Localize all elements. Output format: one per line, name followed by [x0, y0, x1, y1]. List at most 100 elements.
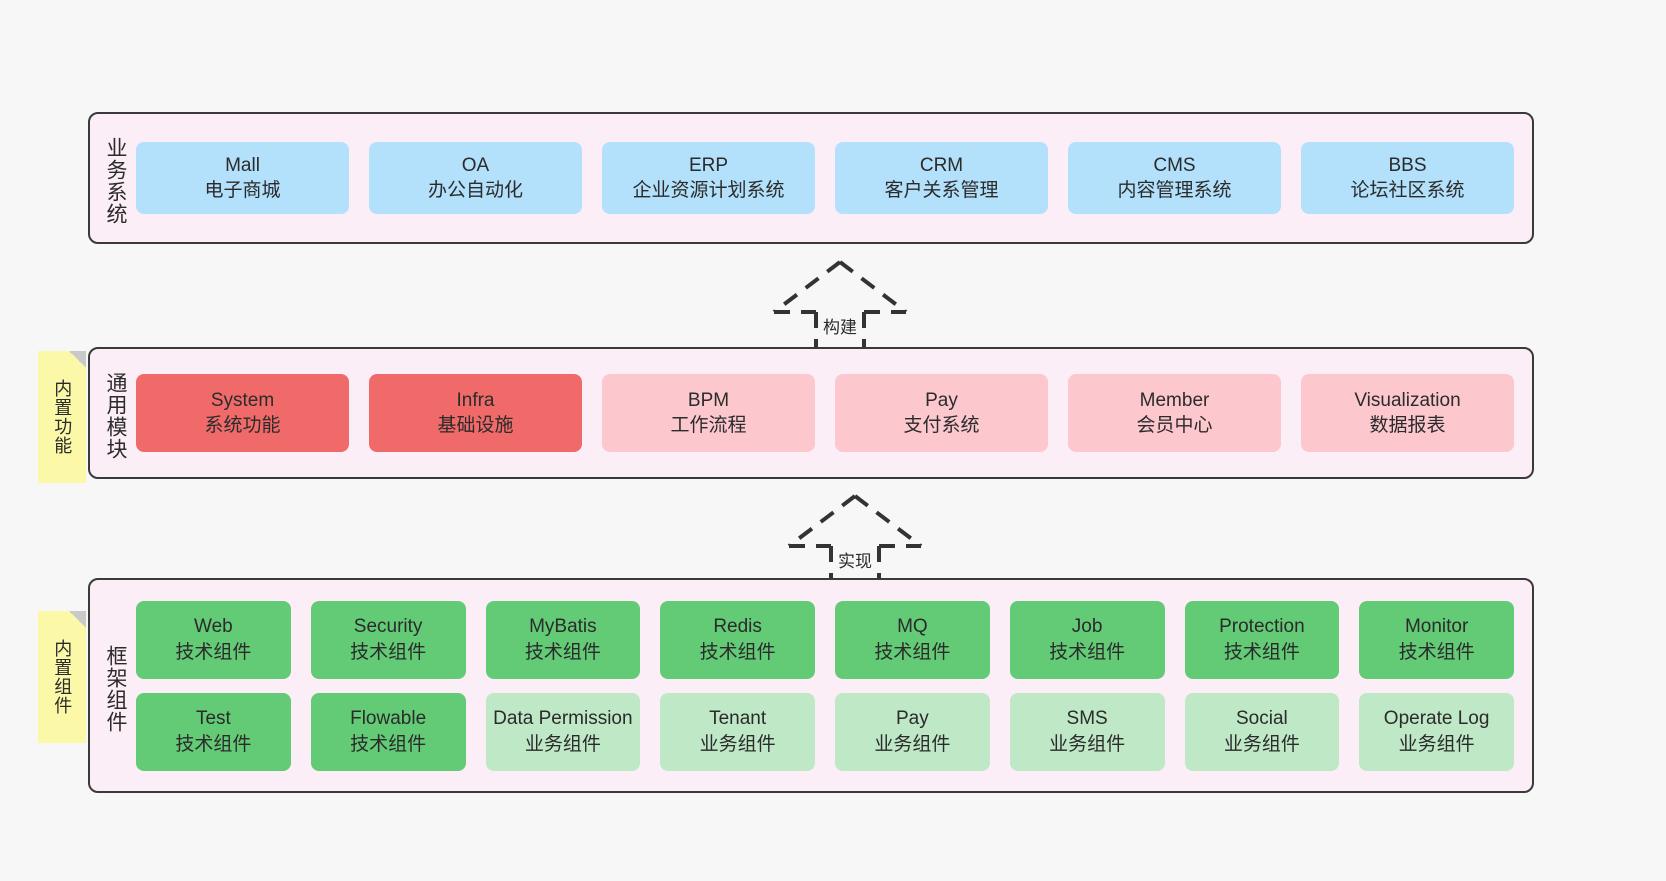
connector-label-build: 构建: [820, 313, 860, 338]
node-pay[interactable]: Pay 支付系统: [835, 374, 1048, 452]
node-title: Protection: [1219, 616, 1305, 638]
connector-build-arrow: 构建: [760, 256, 920, 352]
node-system[interactable]: System 系统功能: [136, 374, 349, 452]
node-title: Social: [1236, 708, 1288, 730]
generalization-arrow-icon: [772, 260, 908, 352]
node-title: Monitor: [1404, 616, 1469, 638]
node-redis[interactable]: Redis 技术组件: [660, 600, 815, 679]
node-title: Job: [1071, 616, 1103, 638]
node-title: Security: [353, 616, 423, 638]
node-infra[interactable]: Infra 基础设施: [369, 374, 582, 452]
node-subtitle: 业务组件: [1398, 733, 1475, 755]
node-title: Operate Log: [1383, 708, 1490, 730]
layer-body-common: System 系统功能 Infra 基础设施 BPM 工作流程 Pay 支付系统…: [128, 349, 1532, 477]
node-mall[interactable]: Mall 电子商城: [136, 142, 349, 214]
layer-title-framework: 框架组件: [104, 644, 127, 733]
node-job[interactable]: Job 技术组件: [1009, 600, 1165, 679]
node-crm[interactable]: CRM 客户关系管理: [835, 142, 1048, 214]
node-title: Member: [1139, 389, 1210, 411]
node-subtitle: 技术组件: [175, 733, 252, 755]
layer-common-modules: 通用模块 System 系统功能 Infra 基础设施 BPM 工作流程 Pay…: [88, 347, 1534, 479]
node-title: Tenant: [709, 708, 767, 730]
node-subtitle: 技术组件: [350, 641, 427, 663]
band-row: System 系统功能 Infra 基础设施 BPM 工作流程 Pay 支付系统…: [136, 374, 1514, 452]
layer-body-business: Mall 电子商城 OA 办公自动化 ERP 企业资源计划系统 CRM 客户关系…: [128, 114, 1532, 242]
node-subtitle: 技术组件: [175, 641, 252, 663]
node-security[interactable]: Security 技术组件: [310, 600, 466, 679]
node-title: Flowable: [350, 708, 427, 730]
node-pay-component[interactable]: Pay 业务组件: [835, 692, 990, 771]
node-social[interactable]: Social 业务组件: [1184, 692, 1340, 771]
band-row: Test 技术组件 Flowable 技术组件 Data Permission …: [136, 692, 1514, 771]
node-subtitle: 技术组件: [1049, 641, 1126, 663]
node-mybatis[interactable]: MyBatis 技术组件: [485, 600, 641, 679]
layer-business-systems: 业务系统 Mall 电子商城 OA 办公自动化 ERP 企业资源计划系统 CRM…: [88, 112, 1534, 244]
node-subtitle: 论坛社区系统: [1350, 180, 1465, 201]
node-title: MQ: [897, 616, 928, 638]
note-builtin-features: 内置功能: [38, 351, 86, 483]
node-subtitle: 技术组件: [699, 641, 776, 663]
node-bbs[interactable]: BBS 论坛社区系统: [1301, 142, 1514, 214]
node-title: SMS: [1066, 708, 1108, 730]
generalization-arrow-icon: [787, 494, 923, 586]
node-subtitle: 业务组件: [699, 733, 776, 755]
node-subtitle: 基础设施: [437, 415, 514, 436]
node-web[interactable]: Web 技术组件: [136, 600, 291, 679]
node-title: MyBatis: [529, 616, 597, 638]
node-subtitle: 支付系统: [903, 415, 980, 436]
note-builtin-components: 内置组件: [38, 611, 86, 743]
node-title: CRM: [919, 154, 964, 176]
node-subtitle: 企业资源计划系统: [632, 180, 785, 201]
node-subtitle: 业务组件: [1049, 733, 1126, 755]
node-subtitle: 会员中心: [1136, 415, 1213, 436]
node-subtitle: 数据报表: [1369, 415, 1446, 436]
node-title: Redis: [713, 616, 762, 638]
node-protection[interactable]: Protection 技术组件: [1184, 600, 1340, 679]
node-title: BPM: [687, 389, 730, 411]
connector-implement-arrow: 实现: [775, 490, 935, 586]
node-subtitle: 系统功能: [204, 415, 281, 436]
node-monitor[interactable]: Monitor 技术组件: [1359, 600, 1514, 679]
node-subtitle: 技术组件: [1398, 641, 1475, 663]
node-title: System: [210, 389, 275, 411]
node-title: Test: [195, 708, 231, 730]
node-subtitle: 业务组件: [524, 733, 601, 755]
node-cms[interactable]: CMS 内容管理系统: [1068, 142, 1281, 214]
node-subtitle: 技术组件: [874, 641, 951, 663]
node-operate-log[interactable]: Operate Log 业务组件: [1359, 692, 1514, 771]
node-subtitle: 办公自动化: [427, 180, 523, 201]
node-sms[interactable]: SMS 业务组件: [1009, 692, 1165, 771]
node-title: CMS: [1153, 154, 1196, 176]
node-title: Pay: [896, 708, 929, 730]
node-subtitle: 工作流程: [670, 415, 747, 436]
node-erp[interactable]: ERP 企业资源计划系统: [602, 142, 815, 214]
node-subtitle: 技术组件: [350, 733, 427, 755]
node-data-permission[interactable]: Data Permission 业务组件: [485, 692, 641, 771]
node-mq[interactable]: MQ 技术组件: [835, 600, 990, 679]
node-title: Data Permission: [493, 708, 633, 730]
layer-title-common: 通用模块: [104, 372, 127, 460]
node-title: Mall: [225, 154, 260, 176]
note-fold-icon: [69, 351, 86, 368]
node-subtitle: 客户关系管理: [884, 180, 999, 201]
node-title: Visualization: [1354, 389, 1461, 411]
note-fold-icon: [69, 611, 86, 628]
note-label: 内置组件: [52, 639, 73, 715]
node-title: Pay: [925, 389, 958, 411]
connector-label-implement: 实现: [835, 547, 875, 572]
node-oa[interactable]: OA 办公自动化: [369, 142, 582, 214]
node-subtitle: 业务组件: [874, 733, 951, 755]
node-tenant[interactable]: Tenant 业务组件: [660, 692, 815, 771]
node-member[interactable]: Member 会员中心: [1068, 374, 1281, 452]
node-flowable[interactable]: Flowable 技术组件: [310, 692, 466, 771]
node-visualization[interactable]: Visualization 数据报表: [1301, 374, 1514, 452]
node-subtitle: 业务组件: [1223, 733, 1300, 755]
node-test[interactable]: Test 技术组件: [136, 692, 291, 771]
node-subtitle: 内容管理系统: [1117, 180, 1232, 201]
note-label: 内置功能: [52, 379, 73, 455]
node-title: OA: [461, 154, 490, 176]
band-row: Mall 电子商城 OA 办公自动化 ERP 企业资源计划系统 CRM 客户关系…: [136, 142, 1514, 214]
node-bpm[interactable]: BPM 工作流程: [602, 374, 815, 452]
node-subtitle: 技术组件: [1223, 641, 1300, 663]
